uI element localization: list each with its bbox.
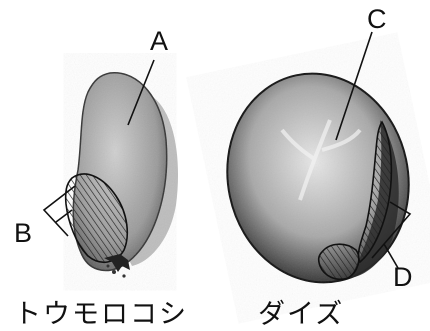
debris-dot xyxy=(122,274,125,277)
label-a: A xyxy=(150,26,168,56)
label-d: D xyxy=(393,262,413,292)
debris-dot xyxy=(107,265,110,268)
seed-name-corn: トウモロコシ xyxy=(14,292,188,331)
debris-dot xyxy=(112,270,116,274)
corn-seed xyxy=(66,73,178,278)
label-c: C xyxy=(367,4,387,34)
seed-name-soybean: ダイズ xyxy=(258,292,344,331)
label-b: B xyxy=(14,218,32,248)
soybean-hypocotyl xyxy=(319,244,359,279)
